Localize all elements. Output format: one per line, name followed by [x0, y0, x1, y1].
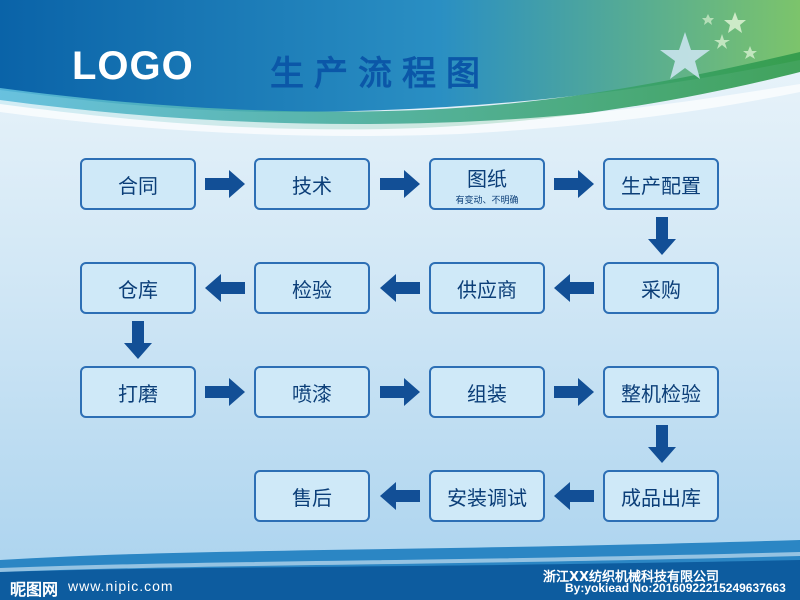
arrow-right-icon	[380, 170, 420, 198]
site-url: www.nipic.com	[68, 578, 174, 594]
step-label: 安装调试	[447, 485, 527, 510]
step-label: 供应商	[457, 277, 517, 302]
step-label: 图纸	[467, 166, 507, 191]
step-machine-inspection: 整机检验	[603, 366, 719, 418]
step-label: 采购	[641, 277, 681, 302]
step-production-config: 生产配置	[603, 158, 719, 210]
arrow-right-icon	[380, 378, 420, 406]
step-label: 仓库	[118, 277, 158, 302]
step-assembly: 组装	[429, 366, 545, 418]
arrow-right-icon	[554, 378, 594, 406]
step-after-sales: 售后	[254, 470, 370, 522]
page-title: 生产流程图	[270, 54, 490, 94]
arrow-right-icon	[554, 170, 594, 198]
step-label: 打磨	[118, 381, 158, 406]
step-tech: 技术	[254, 158, 370, 210]
step-label: 技术	[292, 173, 332, 198]
step-label: 整机检验	[621, 381, 701, 406]
step-painting: 喷漆	[254, 366, 370, 418]
step-grinding: 打磨	[80, 366, 196, 418]
step-label: 检验	[292, 277, 332, 302]
arrow-right-icon	[205, 378, 245, 406]
step-label: 合同	[118, 173, 158, 198]
arrow-left-icon	[380, 482, 420, 510]
step-finished-dispatch: 成品出库	[603, 470, 719, 522]
step-warehouse: 仓库	[80, 262, 196, 314]
step-drawing: 图纸 有变动、不明确	[429, 158, 545, 210]
company-name: 浙江XX纺织机械科技有限公司	[543, 570, 720, 585]
step-label: 喷漆	[292, 381, 332, 406]
step-label: 成品出库	[621, 485, 701, 510]
step-label: 组装	[467, 381, 507, 406]
step-note: 有变动、不明确	[455, 195, 519, 206]
step-label: 生产配置	[621, 173, 701, 198]
arrow-left-icon	[554, 482, 594, 510]
arrow-down-icon	[648, 425, 676, 463]
arrow-left-icon	[554, 274, 594, 302]
arrow-left-icon	[380, 274, 420, 302]
step-install-debug: 安装调试	[429, 470, 545, 522]
step-purchase: 采购	[603, 262, 719, 314]
arrow-left-icon	[205, 274, 245, 302]
step-label: 售后	[292, 485, 332, 510]
arrow-right-icon	[205, 170, 245, 198]
arrow-down-icon	[648, 217, 676, 255]
serial-number: By:yokiead No:20160922215249637663	[565, 581, 786, 595]
step-supplier: 供应商	[429, 262, 545, 314]
arrow-down-icon	[124, 321, 152, 359]
step-contract: 合同	[80, 158, 196, 210]
site-logo: 昵图网	[10, 580, 59, 599]
step-inspection: 检验	[254, 262, 370, 314]
logo-text: LOGO	[72, 44, 194, 88]
